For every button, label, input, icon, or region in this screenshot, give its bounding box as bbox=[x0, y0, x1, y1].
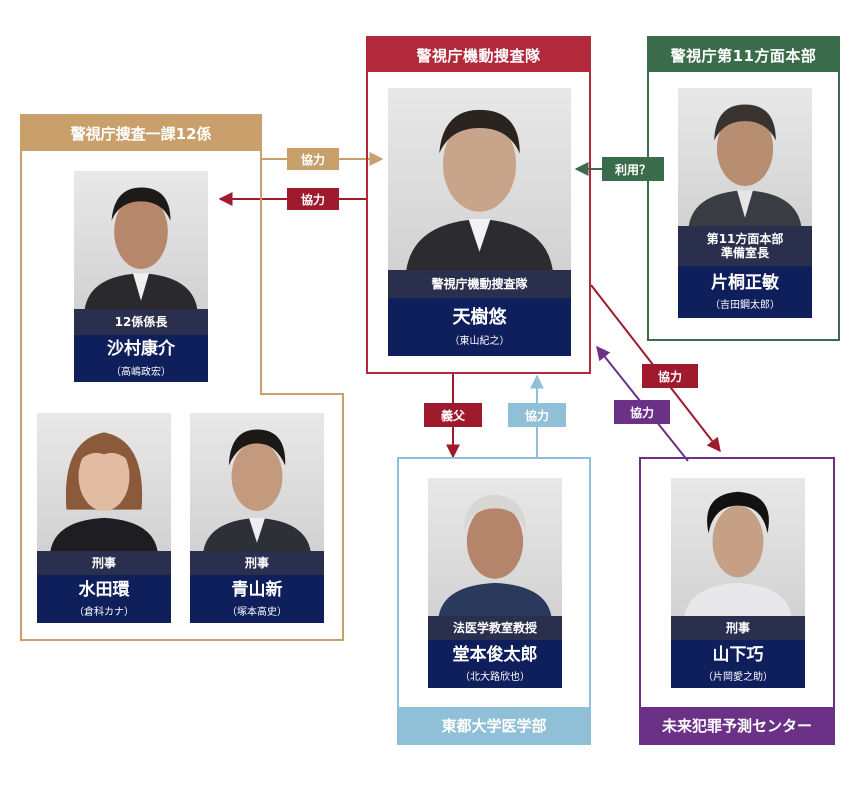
card-amagi: 警視庁機動捜査隊 天樹悠 （東山紀之） bbox=[388, 88, 571, 356]
person-silhouette-icon bbox=[84, 187, 198, 309]
name-katagiri: 片桐正敏 bbox=[711, 272, 779, 293]
tag-mirai-to-kidou: 協力 bbox=[614, 400, 670, 424]
actor-shamura: （高嶋政宏） bbox=[111, 366, 171, 378]
tag-kidou-to-mirai: 協力 bbox=[642, 364, 698, 388]
tag-houmen-to-kidou: 利用？ bbox=[602, 157, 664, 181]
actor-katagiri: （吉田鋼太郎） bbox=[710, 300, 780, 312]
role-domoto: 法医学教室教授 bbox=[428, 616, 562, 640]
role-yamashita: 刑事 bbox=[671, 616, 805, 640]
role-katagiri: 第11方面本部 準備室長 bbox=[678, 226, 812, 266]
name-shamura: 沙村康介 bbox=[107, 339, 175, 360]
portrait-shamura bbox=[74, 171, 208, 309]
portrait-katagiri bbox=[678, 88, 812, 226]
nameplate-amagi: 天樹悠 （東山紀之） bbox=[388, 298, 571, 356]
portrait-domoto bbox=[428, 478, 562, 616]
group-toudai: 東都大学医学部 bbox=[397, 457, 591, 745]
group-houmen: 警視庁第11方面本部 bbox=[647, 36, 840, 341]
group-houmen-header: 警視庁第11方面本部 bbox=[649, 38, 838, 72]
actor-domoto: （北大路欣也） bbox=[460, 672, 530, 684]
actor-amagi: （東山紀之） bbox=[449, 335, 510, 347]
nameplate-mizuta: 水田環 （倉科カナ） bbox=[37, 575, 171, 623]
nameplate-aoyama: 青山新 （塚本高史） bbox=[190, 575, 324, 623]
group-toudai-footer: 東都大学医学部 bbox=[399, 707, 589, 743]
portrait-aoyama bbox=[190, 413, 324, 551]
person-silhouette-icon bbox=[684, 491, 792, 616]
nameplate-shamura: 沙村康介 （高嶋政宏） bbox=[74, 335, 208, 382]
role-shamura: 12係係長 bbox=[74, 309, 208, 335]
actor-yamashita: （片岡愛之助） bbox=[703, 672, 773, 684]
actor-aoyama: （塚本高史） bbox=[227, 607, 287, 619]
tag-kidou-to-toudai: 義父 bbox=[424, 403, 482, 427]
tag-12-to-kidou: 協力 bbox=[287, 148, 339, 170]
portrait-yamashita bbox=[671, 478, 805, 616]
name-yamashita: 山下巧 bbox=[712, 644, 764, 665]
person-silhouette-icon bbox=[406, 109, 553, 270]
person-silhouette-icon bbox=[688, 104, 802, 226]
card-shamura: 12係係長 沙村康介 （高嶋政宏） bbox=[74, 171, 208, 382]
group-kidou-header: 警視庁機動捜査隊 bbox=[368, 38, 589, 72]
portrait-mizuta bbox=[37, 413, 171, 551]
card-domoto: 法医学教室教授 堂本俊太郎 （北大路欣也） bbox=[428, 478, 562, 688]
card-katagiri: 第11方面本部 準備室長 片桐正敏 （吉田鋼太郎） bbox=[678, 88, 812, 318]
role-aoyama: 刑事 bbox=[190, 551, 324, 575]
person-silhouette-icon bbox=[203, 429, 311, 551]
person-silhouette-icon bbox=[438, 494, 552, 616]
card-aoyama: 刑事 青山新 （塚本高史） bbox=[190, 413, 324, 623]
nameplate-katagiri: 片桐正敏 （吉田鋼太郎） bbox=[678, 266, 812, 318]
group-mirai: 未来犯罪予測センター bbox=[639, 457, 835, 745]
role-mizuta: 刑事 bbox=[37, 551, 171, 575]
name-aoyama: 青山新 bbox=[231, 579, 283, 600]
nameplate-domoto: 堂本俊太郎 （北大路欣也） bbox=[428, 640, 562, 688]
actor-mizuta: （倉科カナ） bbox=[74, 607, 134, 619]
role-amagi: 警視庁機動捜査隊 bbox=[388, 270, 571, 298]
tag-toudai-to-kidou: 協力 bbox=[508, 403, 566, 427]
nameplate-yamashita: 山下巧 （片岡愛之助） bbox=[671, 640, 805, 688]
person-silhouette-icon bbox=[50, 432, 158, 551]
group-mirai-footer: 未来犯罪予測センター bbox=[641, 707, 833, 743]
tag-kidou-to-12: 協力 bbox=[287, 188, 339, 210]
portrait-amagi bbox=[388, 88, 571, 270]
card-yamashita: 刑事 山下巧 （片岡愛之助） bbox=[671, 478, 805, 688]
name-mizuta: 水田環 bbox=[78, 579, 130, 600]
name-domoto: 堂本俊太郎 bbox=[452, 644, 538, 665]
name-amagi: 天樹悠 bbox=[452, 307, 507, 329]
card-mizuta: 刑事 水田環 （倉科カナ） bbox=[37, 413, 171, 623]
group-kidou: 警視庁機動捜査隊 bbox=[366, 36, 591, 374]
group-sosa12-header: 警視庁捜査一課12係 bbox=[21, 115, 261, 151]
